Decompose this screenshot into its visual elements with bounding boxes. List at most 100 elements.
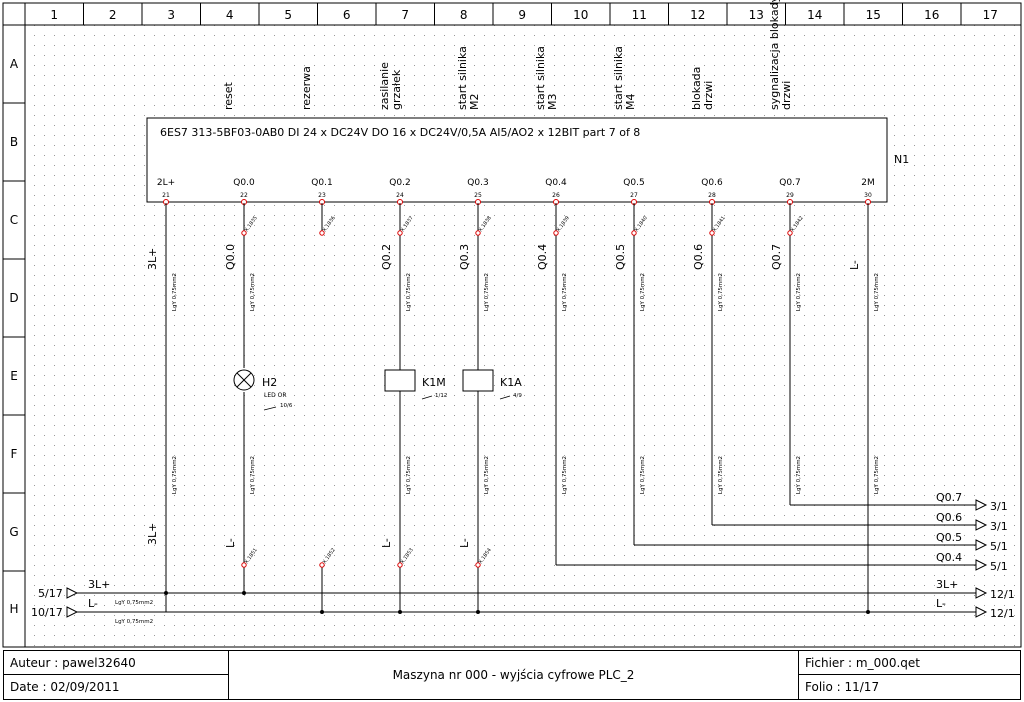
title-field: Maszyna nr 000 - wyjścia cyfrowe PLC_2: [229, 651, 798, 699]
terminal-name: Q0.3: [467, 178, 488, 188]
ref-tick: [421, 395, 433, 400]
wire-marker[interactable]: [397, 562, 403, 568]
outputs: Q0.73/1Q0.63/1Q0.55/1Q0.45/1: [936, 491, 1008, 573]
cable-label: LgY 0,75mm2: [718, 273, 724, 311]
bus-left-ref: 5/17: [38, 587, 63, 600]
terminal-description: M3: [546, 94, 559, 111]
wire-marker[interactable]: [631, 230, 637, 236]
wire-marker[interactable]: [319, 230, 325, 236]
row-letter: C: [10, 213, 18, 227]
wire-label: L-: [458, 538, 471, 548]
output-ref: 5/1: [990, 540, 1008, 553]
wire-marker[interactable]: [553, 230, 559, 236]
column-number: 12: [690, 8, 705, 22]
wire-label: L-: [224, 538, 237, 548]
bus-out-arrow[interactable]: [975, 606, 988, 618]
title-text: Maszyna nr 000 - wyjścia cyfrowe PLC_2: [392, 668, 635, 682]
column-number: 16: [924, 8, 939, 22]
cable-label: LgY 0,75mm2: [250, 273, 256, 311]
column-number: 14: [807, 8, 822, 22]
output-label: Q0.4: [936, 551, 962, 564]
terminal-description: start silnika: [534, 46, 547, 110]
bus-cable-label: LgY 0,75mm2: [115, 600, 153, 606]
ref-tick: [263, 406, 277, 411]
device-ref: 1/12: [435, 393, 447, 399]
drawing-frame: [2, 2, 1022, 648]
column-number: 11: [632, 8, 647, 22]
column-number: 15: [866, 8, 881, 22]
wire-marker[interactable]: [241, 230, 247, 236]
plc-module[interactable]: 6ES7 313-5BF03-0AB0 DI 24 x DC24V DO 16 …: [146, 117, 909, 203]
ref-tick: [499, 395, 511, 400]
column-number: 8: [460, 8, 468, 22]
output-arrow[interactable]: [975, 539, 988, 551]
column-number: 17: [983, 8, 998, 22]
wire-marker[interactable]: [787, 230, 793, 236]
device-tag: H2: [262, 376, 277, 389]
terminal-number: 28: [708, 192, 716, 199]
terminal-name: 2L+: [157, 178, 175, 188]
coil-symbol[interactable]: [384, 369, 416, 392]
date-field: Date : 02/09/2011: [4, 675, 229, 699]
terminal-name: Q0.5: [623, 178, 644, 188]
author-text: Auteur : pawel32640: [10, 655, 136, 670]
terminal-name: 2M: [861, 178, 875, 188]
wire-marker[interactable]: [319, 562, 325, 568]
device-tag: K1M: [422, 376, 446, 389]
output-ref: 5/1: [990, 560, 1008, 573]
row-letter: F: [11, 447, 18, 461]
wire-marker[interactable]: [475, 230, 481, 236]
bus-in-arrow[interactable]: [66, 606, 79, 618]
column-number: 7: [401, 8, 409, 22]
terminal-description: start silnika: [612, 46, 625, 110]
column-number: 5: [284, 8, 292, 22]
wire-label: Q0.2: [380, 244, 393, 270]
cable-label: LgY 0,75mm2: [250, 456, 256, 494]
junction-dot: [476, 610, 480, 614]
terminal-description: sygnalizacja blokady: [768, 0, 781, 110]
wire-marker[interactable]: [475, 562, 481, 568]
wire-marker[interactable]: [709, 230, 715, 236]
terminal-description: M4: [624, 94, 637, 111]
terminal-description: grzałek: [390, 69, 403, 110]
bus-in-arrow[interactable]: [66, 587, 79, 599]
plc-tag: N1: [894, 153, 909, 166]
folio-text: Folio : 11/17: [805, 680, 880, 694]
bus-right-label: L-: [936, 597, 946, 610]
coil-symbol[interactable]: [462, 369, 494, 392]
terminal-number: 29: [786, 192, 794, 199]
title-block: Auteur : pawel32640 Date : 02/09/2011 Ma…: [3, 650, 1021, 700]
cable-label: LgY 0,75mm2: [172, 456, 178, 494]
terminal-name: Q0.4: [545, 178, 567, 188]
terminal-description: M2: [468, 94, 481, 111]
wire-label: Q0.4: [536, 244, 549, 270]
output-arrow[interactable]: [975, 519, 988, 531]
wire-label: L-: [848, 260, 861, 270]
output-arrow[interactable]: [975, 499, 988, 511]
cable-label: LgY 0,75mm2: [562, 456, 568, 494]
row-letter: B: [10, 135, 18, 149]
wire-marker[interactable]: [241, 562, 247, 568]
output-arrow[interactable]: [975, 559, 988, 571]
plc-header: 6ES7 313-5BF03-0AB0 DI 24 x DC24V DO 16 …: [160, 126, 640, 139]
bus-cable-label: LgY 0,75mm2: [115, 619, 153, 625]
file-text: Fichier : m_000.qet: [805, 655, 921, 670]
bus-label: 3L+: [88, 578, 110, 591]
column-number: 13: [749, 8, 764, 22]
wire-label: Q0.5: [614, 244, 627, 270]
bus-out-arrow[interactable]: [975, 587, 988, 599]
terminal-number: 26: [552, 192, 560, 199]
terminal-number: 22: [240, 192, 248, 199]
cable-label: LgY 0,75mm2: [874, 273, 880, 311]
terminal-description: drzwi: [780, 81, 793, 110]
wire-label: Q0.3: [458, 244, 471, 270]
wire-label: Q0.7: [770, 244, 783, 270]
wire-marker[interactable]: [397, 230, 403, 236]
row-letter: H: [9, 602, 18, 616]
device-tag: K1A: [500, 376, 522, 389]
output-ref: 3/1: [990, 520, 1008, 533]
device-ref: 4/9: [513, 393, 522, 399]
